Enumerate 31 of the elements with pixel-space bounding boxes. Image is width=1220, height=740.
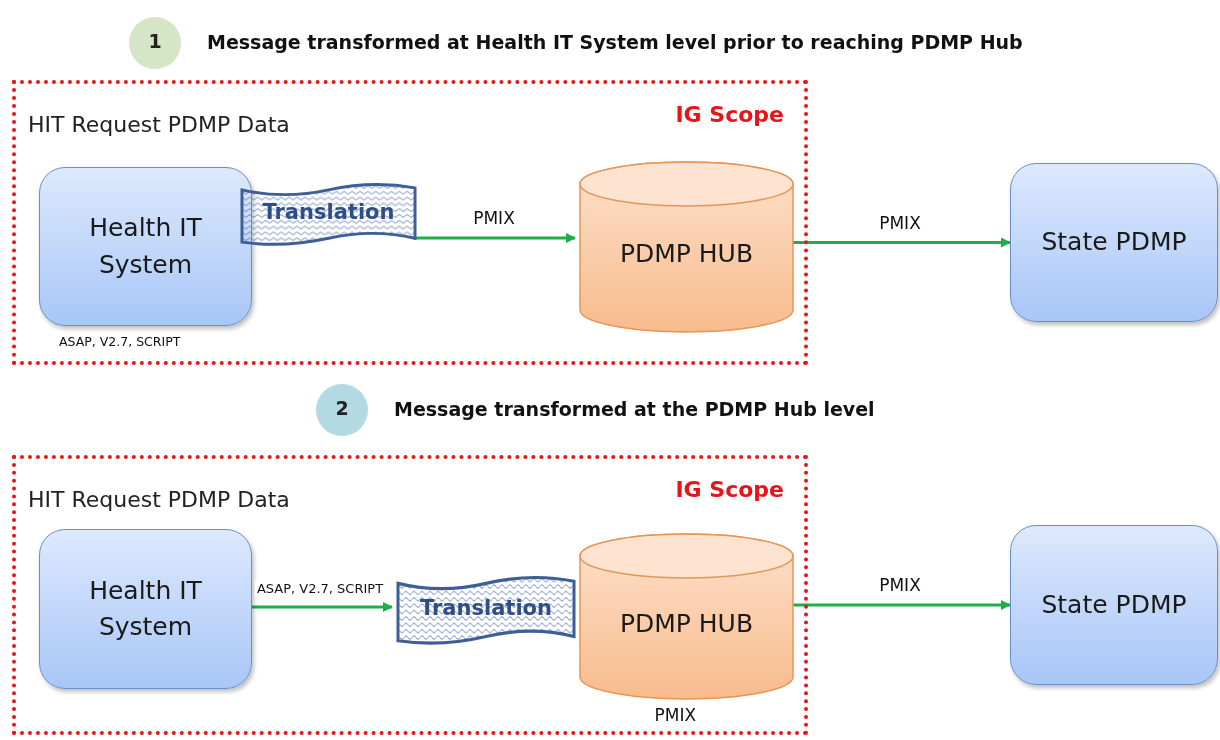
translation-flag xyxy=(396,577,576,645)
box-label: Health IT System xyxy=(88,212,203,281)
cylinder-label: PDMP HUB xyxy=(618,239,755,268)
step-number: 1 xyxy=(147,30,163,52)
step-number-circle xyxy=(129,17,181,69)
edge-label: ASAP, V2.7, SCRIPT xyxy=(254,581,386,596)
box-label: State PDMP xyxy=(1040,588,1188,621)
scope-title: HIT Request PDMP Data xyxy=(28,487,290,512)
box-label: State PDMP xyxy=(1040,226,1188,259)
system-box xyxy=(39,529,252,689)
state-box xyxy=(1010,163,1218,322)
output-label: PMIX xyxy=(654,705,697,725)
system-box xyxy=(39,167,252,326)
scope-label: IG Scope xyxy=(675,102,784,127)
step-heading: Message transformed at Health IT System level prior to reaching PDMP Hub xyxy=(207,31,1023,53)
cylinder-label: PDMP HUB xyxy=(618,608,755,638)
flag-label: Translation xyxy=(261,200,396,224)
step-number-circle xyxy=(316,384,368,436)
database-cylinder xyxy=(579,162,794,332)
state-box xyxy=(1010,525,1218,685)
scope-title: HIT Request PDMP Data xyxy=(28,112,290,137)
format-note: ASAP, V2.7, SCRIPT xyxy=(59,334,181,349)
scope-boundary xyxy=(12,455,808,735)
step-number: 2 xyxy=(334,397,350,419)
translation-flag xyxy=(240,184,417,246)
scope-boundary xyxy=(12,80,808,365)
scope-label: IG Scope xyxy=(675,477,784,502)
flag-label: Translation xyxy=(419,596,553,620)
database-cylinder xyxy=(579,534,794,699)
step-heading: Message transformed at the PDMP Hub level xyxy=(394,398,875,420)
box-label: Health IT System xyxy=(88,574,203,643)
